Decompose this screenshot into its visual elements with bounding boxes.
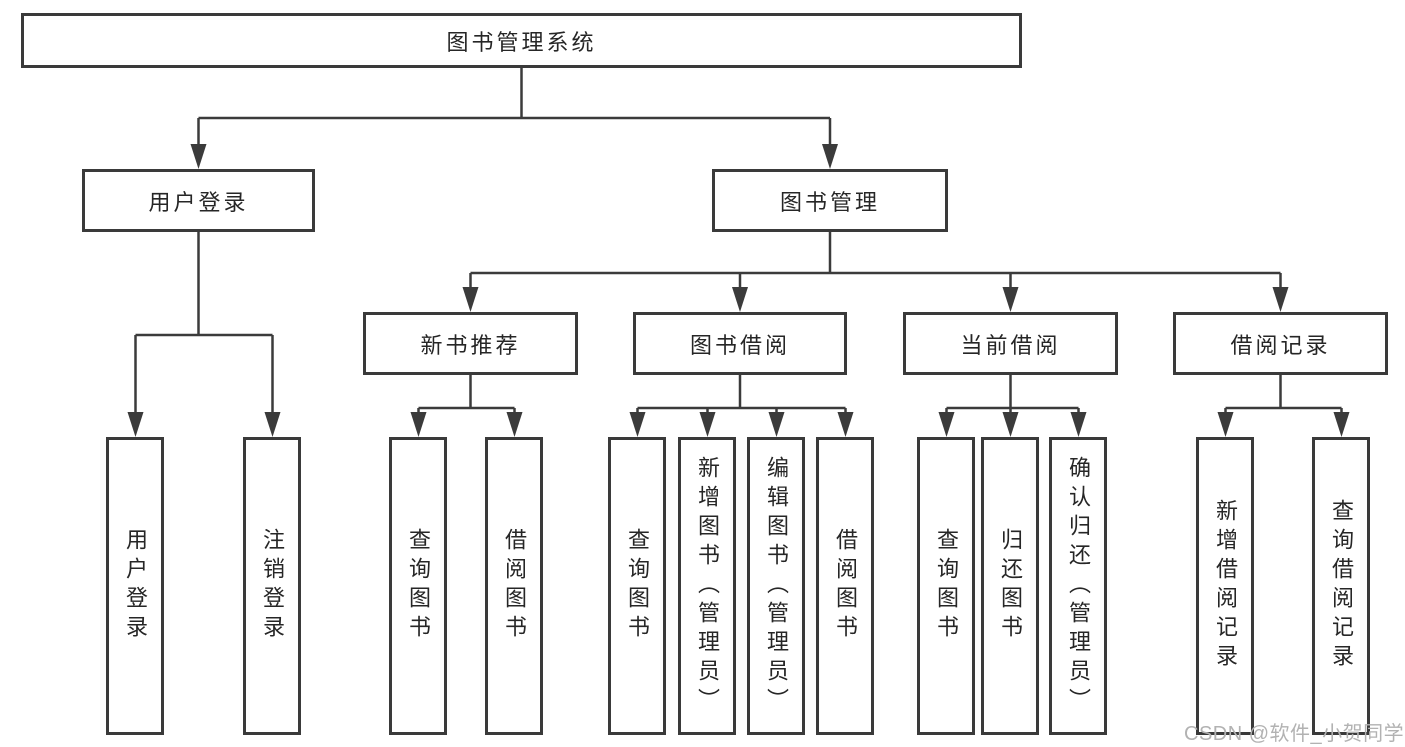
connector-current-to-leaves — [938, 375, 1087, 437]
node-label: 归还图书 — [998, 528, 1023, 644]
node-leaf-query-borrow-record: 查询借阅记录 — [1312, 437, 1370, 735]
arrowhead — [1002, 287, 1019, 312]
connector-record-to-leaves — [1217, 375, 1350, 437]
arrowhead — [1272, 287, 1289, 312]
arrowhead — [629, 412, 646, 437]
node-leaf-add-books-admin: 新增图书（管理员） — [678, 437, 736, 735]
connector-newbook-to-leaves — [410, 375, 523, 437]
node-leaf-query-books-borrow: 查询图书 — [608, 437, 666, 735]
node-label: 新增借阅记录 — [1213, 499, 1238, 673]
arrowhead — [822, 144, 838, 169]
node-label: 当前借阅 — [960, 332, 1061, 358]
csdn-watermark: CSDN @软件_小贺同学 — [1184, 723, 1405, 745]
node-label: 借阅记录 — [1230, 332, 1331, 358]
node-leaf-borrow-books-recommend: 借阅图书 — [485, 437, 543, 735]
node-leaf-confirm-return-admin: 确认归还（管理员） — [1049, 437, 1107, 735]
arrowhead — [768, 412, 785, 437]
node-label: 查询借阅记录 — [1329, 499, 1354, 673]
node-label: 图书借阅 — [689, 332, 790, 358]
arrowhead — [938, 412, 955, 437]
node-new-book-recommend: 新书推荐 — [363, 312, 578, 375]
node-label: 新书推荐 — [420, 332, 521, 358]
node-label: 查询图书 — [406, 528, 431, 644]
arrowhead — [1002, 412, 1019, 437]
node-leaf-query-books-recommend: 查询图书 — [389, 437, 447, 735]
node-label: 图书管理 — [779, 189, 880, 215]
node-current-borrowing: 当前借阅 — [903, 312, 1118, 375]
node-leaf-query-books-current: 查询图书 — [917, 437, 975, 735]
arrowhead — [732, 287, 748, 312]
arrowhead — [190, 144, 207, 169]
node-label: 借阅图书 — [502, 528, 527, 644]
node-label: 新增图书（管理员） — [695, 455, 720, 717]
node-label: 查询图书 — [625, 528, 650, 644]
arrowhead — [462, 287, 479, 312]
node-book-borrowing: 图书借阅 — [633, 312, 847, 375]
node-label: 用户登录 — [148, 189, 249, 215]
node-leaf-user-login: 用户登录 — [106, 437, 164, 735]
arrowhead — [410, 412, 427, 437]
node-leaf-add-borrow-record: 新增借阅记录 — [1196, 437, 1254, 735]
connector-borrow-to-leaves — [629, 375, 854, 437]
node-leaf-return-books: 归还图书 — [981, 437, 1039, 735]
connector-user-login-to-leaves — [127, 232, 281, 437]
arrowhead — [837, 412, 854, 437]
arrowhead — [1333, 412, 1350, 437]
arrowhead — [699, 412, 716, 437]
connector-book-mgmt-to-level3 — [462, 232, 1289, 312]
arrowhead — [264, 412, 281, 437]
node-label: 注销登录 — [260, 528, 285, 644]
node-label: 用户登录 — [123, 528, 148, 644]
node-system-root: 图书管理系统 — [21, 13, 1022, 68]
node-label: 图书管理系统 — [446, 29, 597, 55]
arrowhead — [506, 412, 523, 437]
arrowhead — [1217, 412, 1234, 437]
node-label: 编辑图书（管理员） — [764, 455, 789, 717]
node-leaf-edit-books-admin: 编辑图书（管理员） — [747, 437, 805, 735]
node-leaf-logout: 注销登录 — [243, 437, 301, 735]
node-label: 查询图书 — [934, 528, 959, 644]
node-leaf-borrow-books: 借阅图书 — [816, 437, 874, 735]
arrowhead — [127, 412, 144, 437]
node-label: 借阅图书 — [833, 528, 858, 644]
node-user-login-branch: 用户登录 — [82, 169, 315, 232]
node-label: 确认归还（管理员） — [1066, 455, 1091, 717]
connector-root-to-level2 — [190, 68, 838, 169]
node-book-management-branch: 图书管理 — [712, 169, 948, 232]
node-borrowing-records: 借阅记录 — [1173, 312, 1388, 375]
arrowhead — [1070, 412, 1087, 437]
